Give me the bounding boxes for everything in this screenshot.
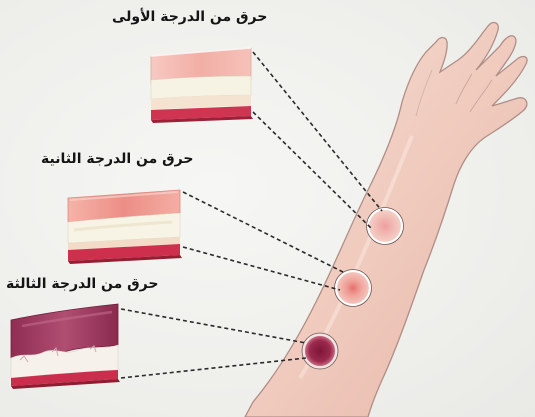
leader-line-third-top [121,309,306,343]
burn-spot-second [335,270,372,307]
leader-line-first-bottom [253,112,372,229]
leader-line-first-top [253,52,382,211]
second-degree-burn-label: حرق من الدرجة الثانية [41,151,193,167]
burn-spot-third [302,333,338,369]
third-degree-tissue-block [11,304,120,389]
leader-line-second-bottom [183,247,340,290]
second-degree-tissue-block [68,190,182,264]
first-degree-tissue-block [151,48,253,123]
burn-spot-first [367,208,404,245]
leader-line-second-top [183,192,345,273]
first-degree-burn-label: حرق من الدرجة الأولى [112,9,267,25]
third-degree-burn-label: حرق من الدرجة الثالثة [6,276,158,292]
